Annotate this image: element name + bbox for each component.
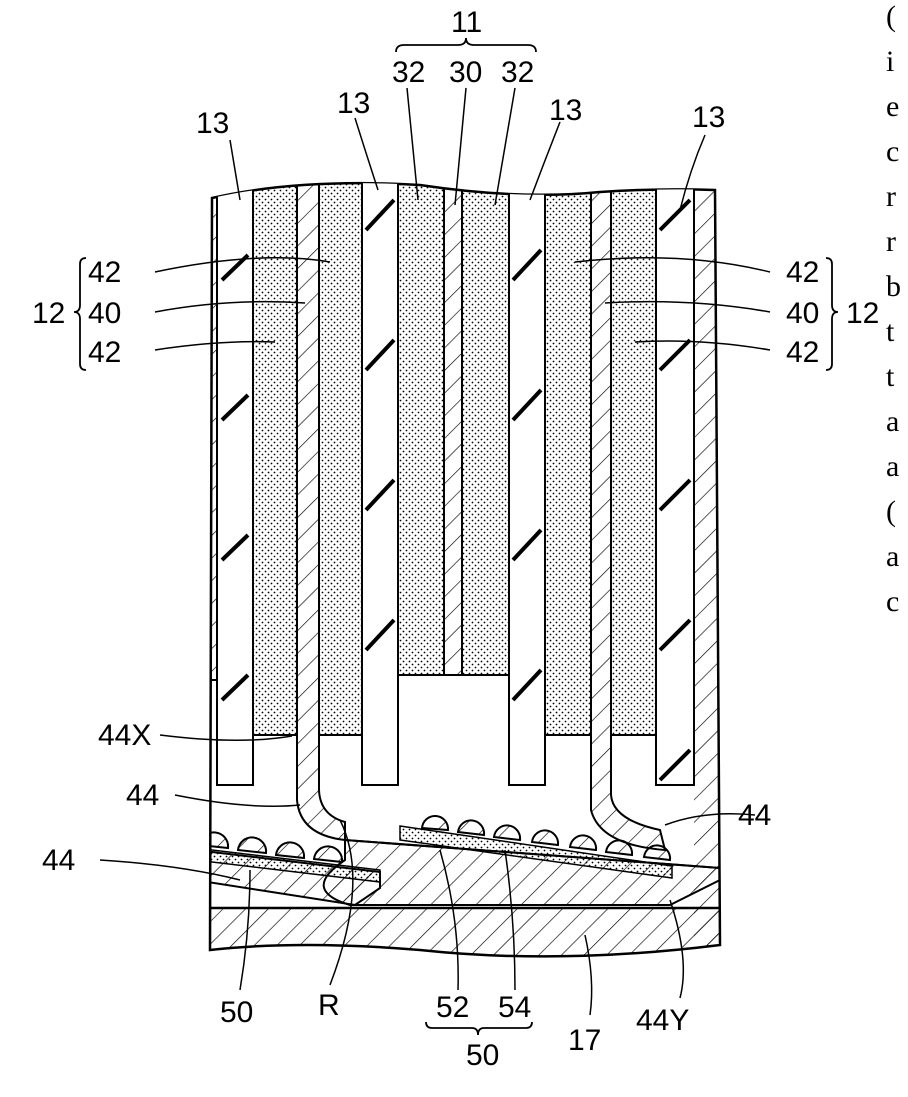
side-text-char: c (886, 135, 899, 168)
label-12-left: 12 (32, 297, 65, 330)
side-text-column: (iecrrbttaa(ac (886, 0, 901, 618)
label-44-left-upper: 44 (126, 779, 159, 812)
center-collector-30 (444, 180, 462, 675)
label-42-left-top: 42 (88, 256, 121, 289)
side-text-char: e (886, 90, 899, 123)
label-12-right: 12 (846, 297, 879, 330)
side-text-char: i (886, 45, 894, 78)
separator-center-left (362, 180, 398, 785)
left-active-layer-42b (319, 180, 362, 735)
center-active-layer-32a (398, 180, 444, 675)
label-50-group: 50 (466, 1039, 499, 1072)
label-11: 11 (451, 6, 482, 39)
separator-center-right (509, 180, 545, 785)
side-text-char: ( (886, 495, 896, 528)
separator-right (656, 180, 694, 785)
label-44-right: 44 (738, 799, 771, 832)
label-44Y: 44Y (636, 1004, 689, 1037)
label-32-left: 32 (392, 56, 425, 89)
side-text-char: t (886, 315, 895, 348)
side-text-char: r (886, 180, 896, 213)
label-13-a: 13 (196, 107, 229, 140)
side-text-char: b (886, 270, 901, 303)
right-active-layer-42b (611, 180, 656, 735)
label-40-left: 40 (88, 297, 121, 330)
bottom-plate-17 (195, 908, 725, 968)
label-42-right-bot: 42 (786, 336, 819, 369)
label-44X: 44X (98, 719, 151, 752)
left-active-layer-42a (253, 180, 297, 735)
label-13-b: 13 (337, 87, 370, 120)
label-42-left-bot: 42 (88, 336, 121, 369)
separator-left (217, 180, 253, 785)
label-52: 52 (436, 991, 469, 1024)
side-text-char: a (886, 450, 899, 483)
label-40-right: 40 (786, 297, 819, 330)
side-text-char: a (886, 405, 899, 438)
label-42-right-top: 42 (786, 256, 819, 289)
label-30: 30 (449, 56, 482, 89)
label-13-d: 13 (692, 101, 725, 134)
center-active-layer-32b (462, 180, 509, 675)
left-case-wall (195, 180, 217, 680)
side-text-char: r (886, 225, 896, 258)
right-active-layer-42a (545, 180, 591, 735)
label-R: R (318, 989, 340, 1022)
label-54: 54 (498, 991, 531, 1024)
side-text-char: c (886, 585, 899, 618)
label-50-left: 50 (220, 996, 253, 1029)
label-44-left-lower: 44 (42, 844, 75, 877)
side-text-char: ( (886, 0, 896, 33)
label-17: 17 (568, 1024, 601, 1057)
side-text-char: a (886, 540, 899, 573)
side-text-char: t (886, 360, 895, 393)
label-13-c: 13 (549, 94, 582, 127)
label-32-right: 32 (501, 56, 534, 89)
